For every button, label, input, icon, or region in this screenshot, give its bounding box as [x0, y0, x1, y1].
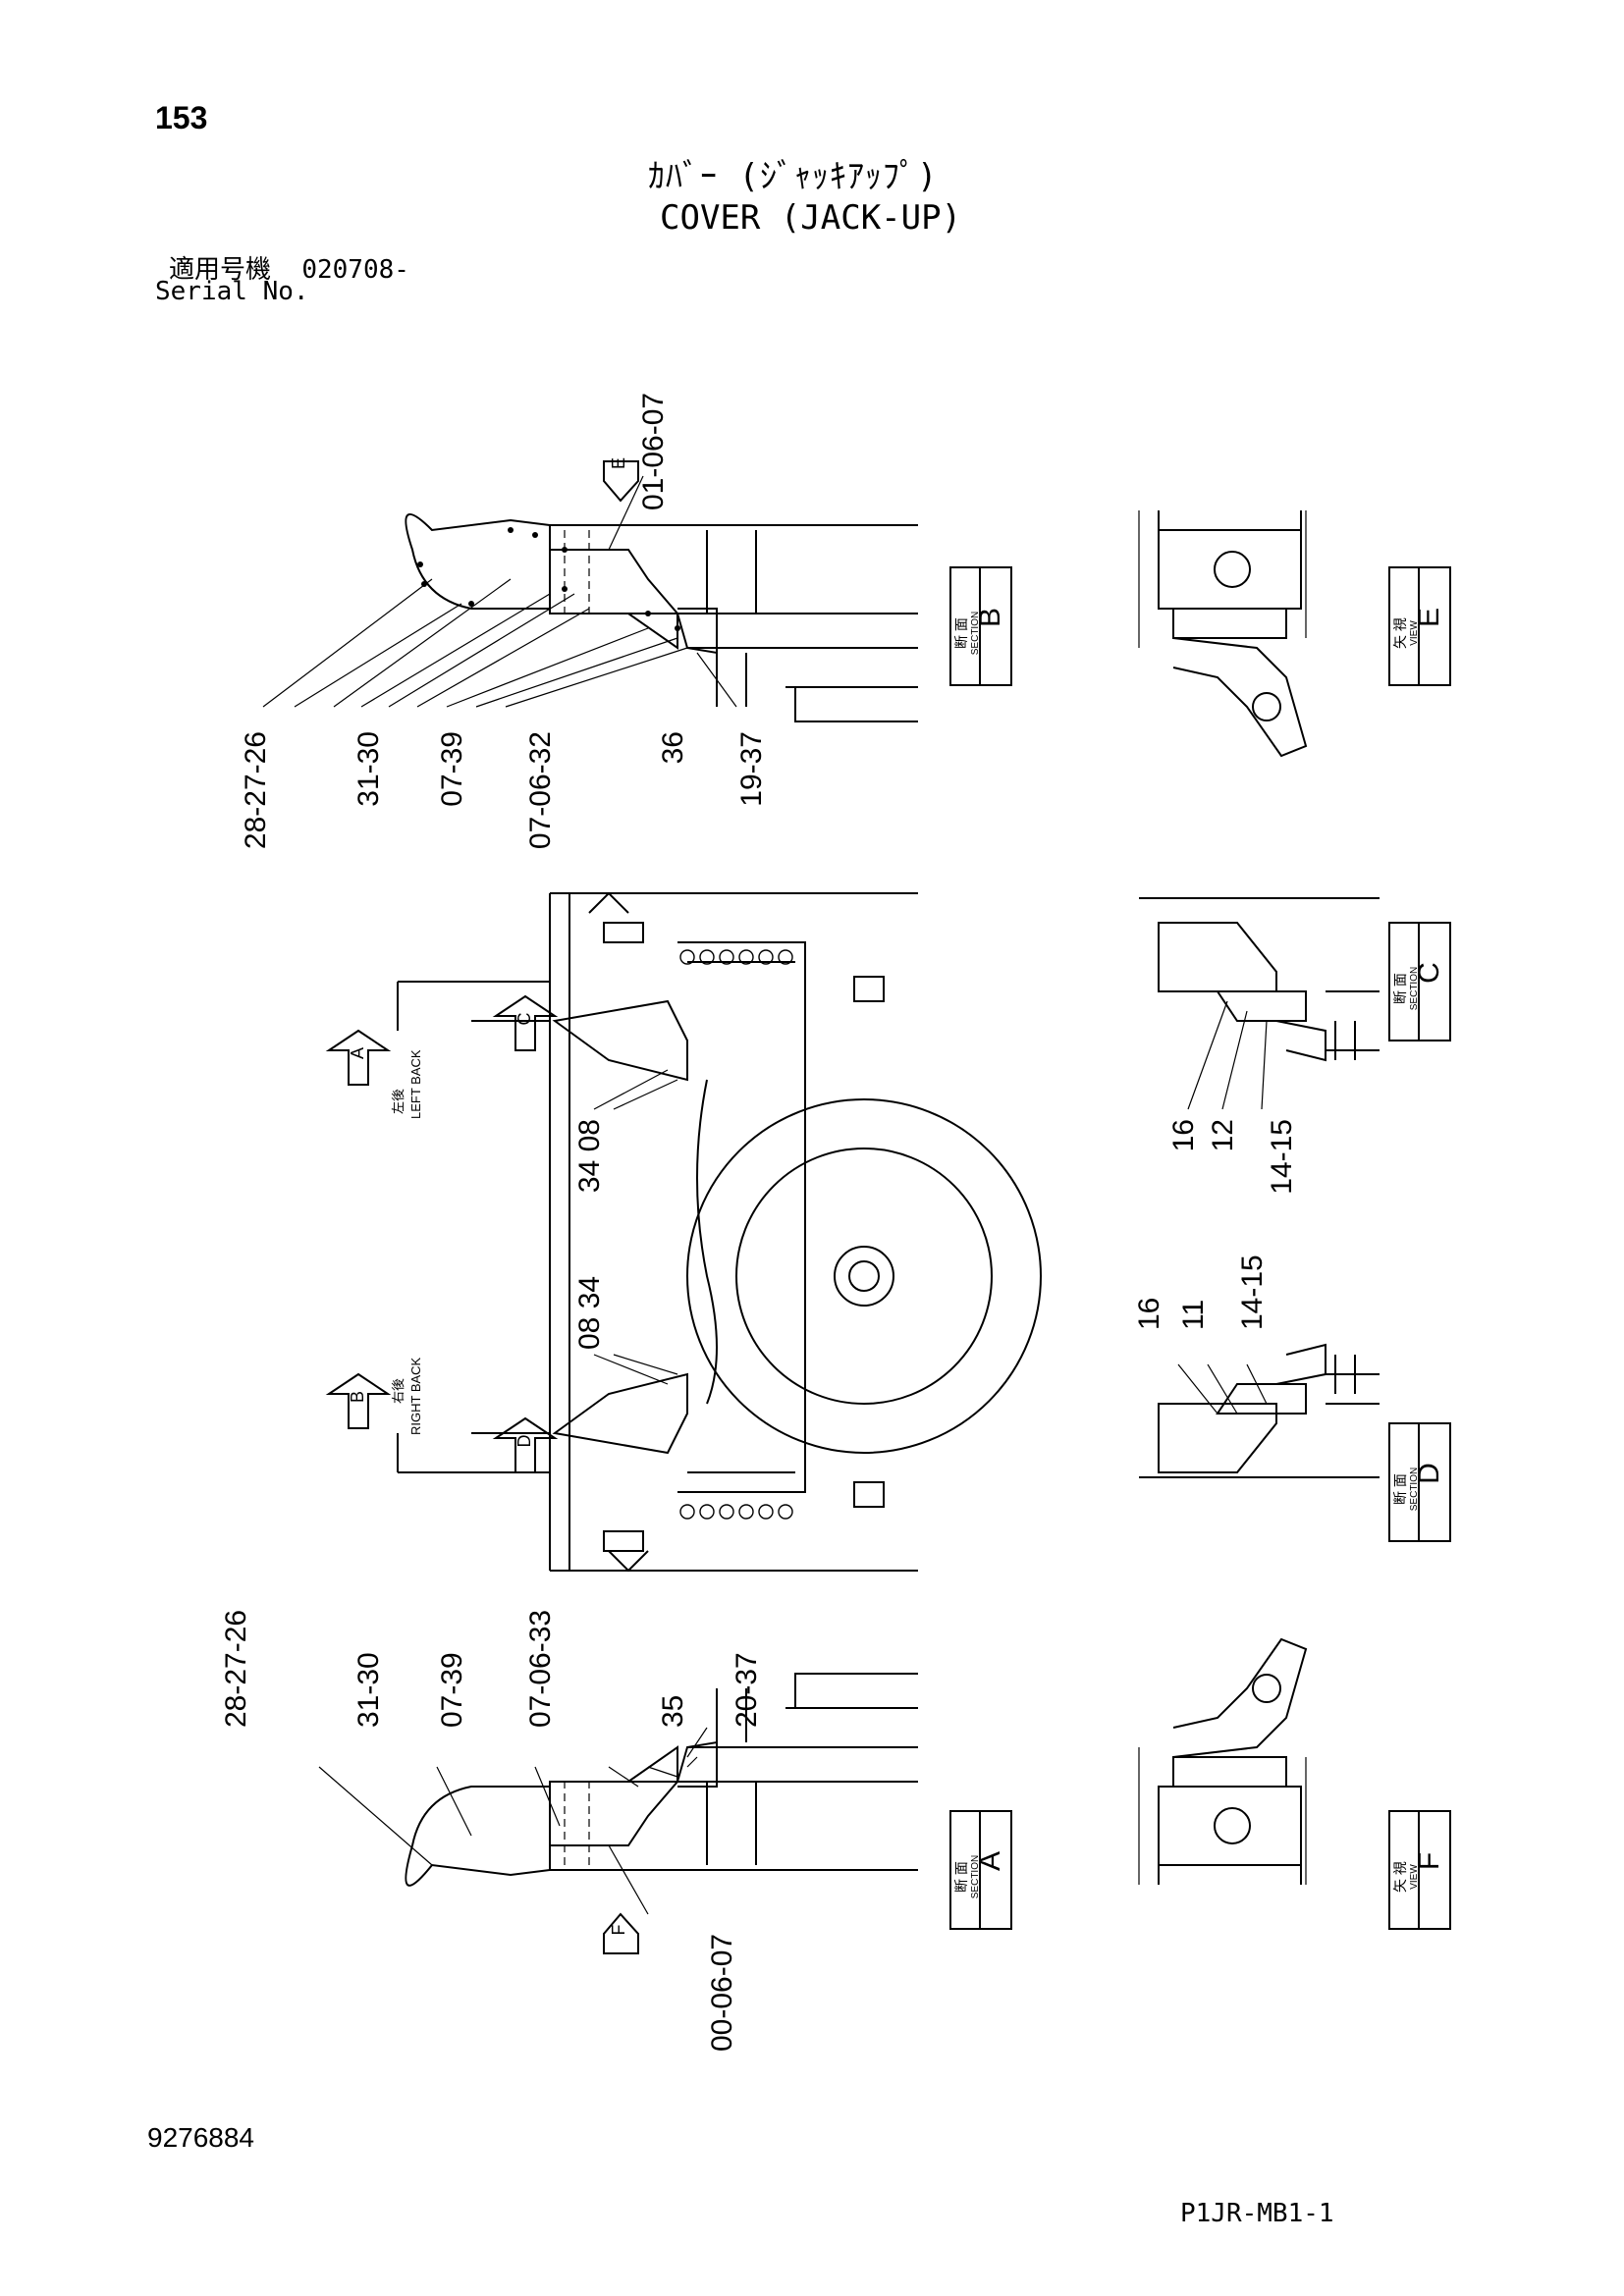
arrow-e-letter: E [609, 457, 628, 469]
callout-d-2: 11 [1177, 1300, 1210, 1330]
chassis-plan-drawing [325, 891, 1042, 1573]
callout-a-bottom: 00-06-07 [706, 1934, 738, 2052]
callout-mid-lower: 08 34 [573, 1276, 606, 1350]
section-b-letter: B [974, 608, 1006, 627]
document-number: 9276884 [147, 2122, 255, 2153]
callout-a-1: 28-27-26 [220, 1610, 252, 1728]
arrow-a-letter: A [348, 1047, 367, 1059]
view-f-letter: F [1413, 1852, 1445, 1870]
section-c-jp: 断 面 [1392, 973, 1408, 1004]
callout-b-top: 01-06-07 [637, 393, 670, 510]
left-back-jp: 左後 [391, 1089, 406, 1114]
serial-label-en: Serial No. [155, 277, 309, 306]
right-back-en: RIGHT BACK [408, 1357, 423, 1435]
section-c-en: SECTION [1409, 967, 1420, 1010]
page-code: P1JR-MB1-1 [1180, 2199, 1334, 2228]
section-d-letter: D [1413, 1463, 1445, 1484]
view-e-letter: E [1413, 608, 1445, 627]
callout-a-3: 07-39 [436, 1652, 468, 1728]
callout-d-3: 14-15 [1236, 1255, 1269, 1330]
section-d-drawing [1139, 1343, 1451, 1542]
view-f-en: VIEW [1409, 1864, 1420, 1890]
section-a-drawing [318, 1673, 1012, 1954]
view-e-jp: 矢 視 [1392, 617, 1408, 649]
callout-c-3: 14-15 [1266, 1119, 1298, 1195]
serial-row: 適用号機 020708- [169, 249, 409, 286]
view-f-jp: 矢 視 [1392, 1861, 1408, 1893]
callout-a-6: 20-37 [731, 1652, 763, 1728]
callout-b-4: 07-06-32 [524, 731, 557, 849]
callout-b-2: 31-30 [352, 731, 385, 807]
section-b-drawing [262, 460, 1012, 722]
section-b-en: SECTION [970, 612, 981, 655]
callout-a-2: 31-30 [352, 1652, 385, 1728]
section-a-en: SECTION [970, 1855, 981, 1898]
section-a-letter: A [974, 1851, 1006, 1871]
view-f-drawing [1138, 1637, 1451, 1930]
right-back-jp: 右後 [391, 1378, 406, 1404]
view-e-drawing [1138, 510, 1451, 758]
left-back-en: LEFT BACK [408, 1049, 423, 1119]
page-number: 153 [155, 100, 208, 135]
callout-a-5: 35 [657, 1695, 689, 1728]
serial-label-jp: 適用号機 [169, 255, 272, 285]
callout-b-3: 07-39 [436, 731, 468, 807]
section-a-jp: 断 面 [953, 1861, 969, 1893]
callout-mid-upper: 34 08 [573, 1119, 606, 1193]
callout-c-1: 16 [1167, 1119, 1200, 1151]
view-e-en: VIEW [1409, 620, 1420, 646]
callout-b-5: 36 [657, 731, 689, 764]
arrow-b-letter: B [348, 1391, 367, 1403]
section-c-drawing [1139, 897, 1451, 1110]
callout-d-1: 16 [1133, 1298, 1165, 1330]
arrow-c-letter: C [514, 1013, 534, 1026]
callout-c-2: 12 [1207, 1119, 1239, 1151]
title-english: COVER (JACK-UP) [660, 198, 962, 238]
section-b-jp: 断 面 [953, 617, 969, 649]
callout-a-4: 07-06-33 [524, 1610, 557, 1728]
callout-b-right: 19-37 [735, 731, 768, 807]
section-c-letter: C [1413, 962, 1445, 984]
arrow-f-letter: F [609, 1925, 628, 1936]
serial-value: 020708- [301, 255, 409, 285]
title-japanese: ｶﾊﾞｰ (ｼﾞｬｯｷｱｯﾌﾟ) [648, 157, 939, 196]
callout-b-1: 28-27-26 [240, 731, 272, 849]
section-d-jp: 断 面 [1392, 1473, 1408, 1505]
arrow-d-letter: D [514, 1435, 534, 1448]
section-d-en: SECTION [1409, 1468, 1420, 1511]
